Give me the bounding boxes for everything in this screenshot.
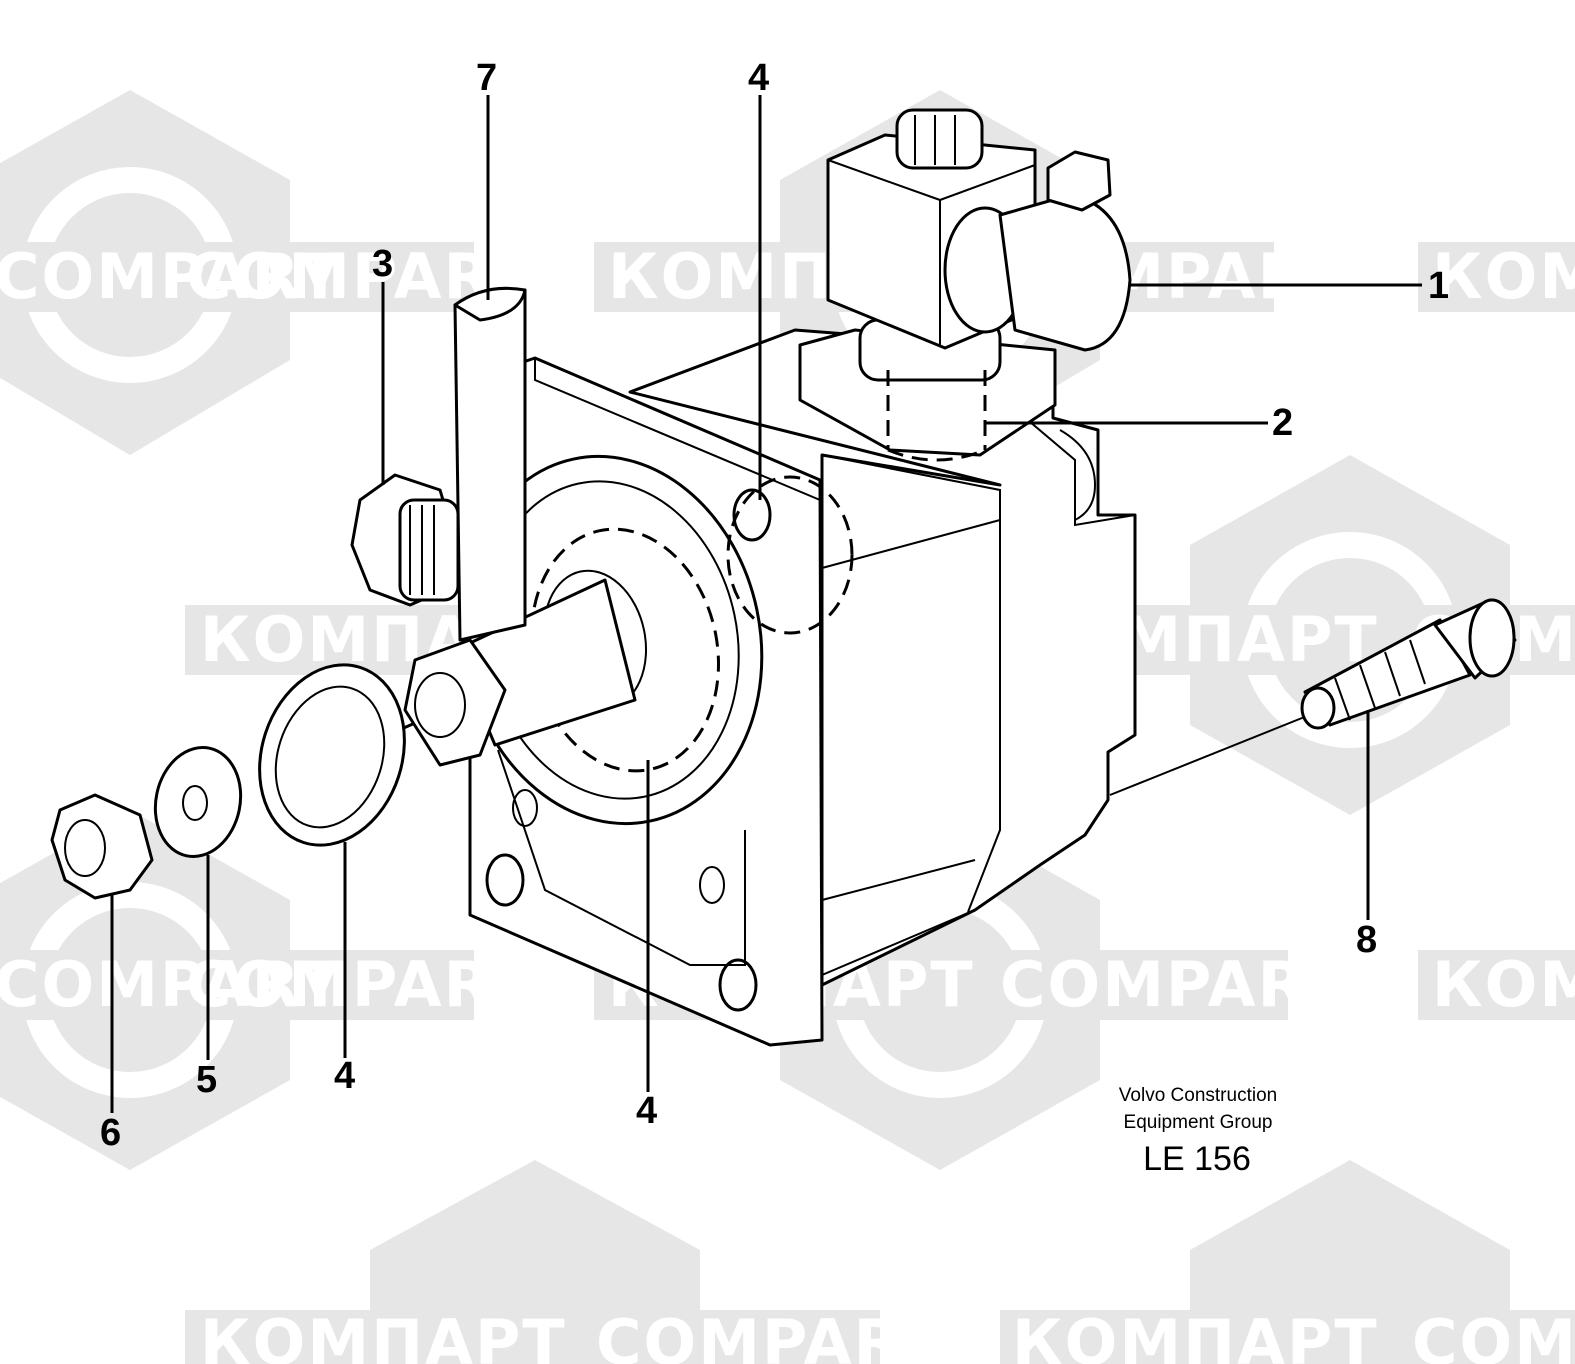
callout-3: 3 [372,243,393,285]
watermark-word: COMPART [596,1306,945,1364]
washer [153,745,243,859]
hidden-valve-seat [887,448,986,462]
drawing-code: LE 156 [1143,1140,1251,1178]
watermark-word: КОМПАРТ [1432,948,1575,1021]
connector-screw [1046,150,1112,212]
watermark-word: COMPART [186,948,535,1021]
credit-line-1: Volvo Construction [1119,1085,1277,1106]
nut-bore [64,819,106,877]
callout-4-top: 4 [748,57,769,99]
key-body [453,288,527,642]
callout-2: 2 [1272,402,1293,444]
exploded-assembly [50,108,1517,1047]
callout-6: 6 [100,1112,121,1154]
bolt-axis-line [1109,713,1313,796]
screw-thread-line [1359,664,1376,709]
coil-knurled-nut [895,108,984,170]
flange-bolt-hole [732,488,772,542]
flange-bolt-hole [718,958,758,1012]
solenoid-valve [798,108,1132,462]
leader-lines [110,95,1422,1113]
nut-hex [50,793,154,900]
screw-thread-line [1409,639,1426,685]
shaft-end-face [414,672,466,738]
housing-edge [821,454,1001,913]
watermark-word: COMPART [0,948,343,1021]
callout-5: 5 [196,1059,217,1101]
housing-boss [1059,429,1097,521]
watermark-word: КОМПАРТ [200,1306,567,1364]
callout-4-seal: 4 [334,1055,355,1097]
callout-labels: 1 2 3 4 4 4 5 6 7 8 [100,57,1449,1154]
plug-connector [998,193,1132,352]
watermark-word: КОМПАРТ [1012,1306,1379,1364]
key-end [453,286,527,322]
flange-edge [534,358,821,501]
plug-thread [398,498,460,602]
flange-bolt-hole [485,853,525,907]
callout-4-bottom: 4 [636,1090,657,1132]
housing-step [1009,404,1136,527]
screw-thread-line [1334,677,1351,721]
watermark-word: КОМПАРТ [1432,240,1575,313]
housing-edge [821,859,976,901]
seal-ring-outer [258,663,406,847]
plug-fitting [350,473,460,607]
screw-thread-line [1384,651,1401,697]
credit-block: Volvo Construction Equipment Group LE 15… [1119,1085,1277,1178]
washer-body [153,745,243,859]
hex-nut [50,793,154,900]
watermark-word: COMPART [1412,1306,1575,1364]
flange-small-hole [699,866,725,904]
watermark-word: COMPART [0,240,343,313]
watermark-word: COMPART [1000,948,1349,1021]
housing-edge [821,909,976,976]
seal-ring [258,663,406,847]
flange-small-hole [512,789,538,827]
credit-line-2: Equipment Group [1124,1112,1273,1133]
shaft-key [453,286,527,642]
callout-7: 7 [476,57,497,99]
callout-1: 1 [1428,265,1449,307]
flange-recess [497,749,746,966]
screw-head-face [1468,598,1516,678]
washer-hole [182,785,208,821]
drive-shaft [364,578,637,767]
callout-8: 8 [1356,919,1377,961]
screw-tip [1300,686,1336,730]
seal-ring-inner [274,685,386,829]
hidden-port-oring [726,475,854,635]
cap-screw [1300,598,1517,730]
